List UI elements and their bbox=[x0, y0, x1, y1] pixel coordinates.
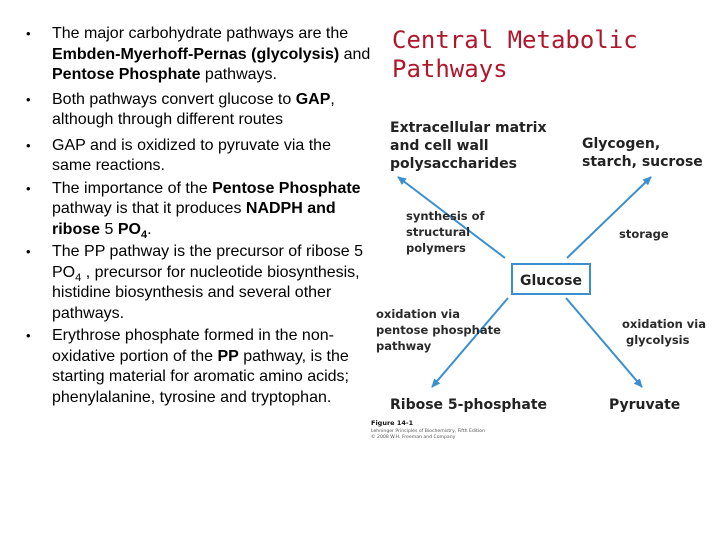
glycolysis-label: oxidation via glycolysis bbox=[622, 317, 710, 347]
bullet-text: and bbox=[339, 45, 371, 63]
bullet-item: • The major carbohydrate pathways are the… bbox=[20, 24, 372, 86]
bullet-text: PO bbox=[117, 220, 141, 238]
bullet-text: GAP bbox=[295, 90, 331, 108]
glucose-label: Glucose bbox=[520, 273, 582, 289]
bullet-text: GAP and is oxidized to pyruvate via the … bbox=[52, 136, 331, 175]
bullet-text: PP bbox=[217, 347, 239, 365]
bullet-item: • GAP and is oxidized to pyruvate via the… bbox=[20, 136, 372, 177]
glucose-box bbox=[511, 263, 591, 295]
glycogen-node: Glycogen, starch, sucrose bbox=[582, 136, 703, 170]
pentose-label: oxidation via pentose phosphate pathway bbox=[376, 307, 505, 353]
bullet-list: • The major carbohydrate pathways are the… bbox=[20, 24, 372, 410]
bullet-text: 4 bbox=[75, 271, 82, 284]
arrow-to-extracellular bbox=[397, 176, 506, 259]
bullet-text: 5 bbox=[100, 220, 118, 238]
figure-caption-credits: Lehninger Principles of Biochemistry, Fi… bbox=[371, 428, 486, 440]
bullet-text: Embden-Myerhoff-Pernas (glycolysis) bbox=[52, 45, 340, 63]
bullet-dot: • bbox=[26, 91, 31, 107]
bullet-text: pathways. bbox=[200, 66, 277, 83]
bullet-text: , precursor for nucleotide biosynthesis,… bbox=[52, 263, 360, 322]
bullet-dot: • bbox=[26, 137, 31, 153]
bullet-text: Both pathways convert glucose to bbox=[52, 90, 296, 108]
bullet-dot: • bbox=[26, 180, 31, 196]
bullet-item: • The PP pathway is the precursor of ribo… bbox=[20, 242, 372, 324]
bullet-text: Pentose Phosphate bbox=[212, 179, 361, 197]
bullet-text: The major carbohydrate pathways are the bbox=[52, 25, 349, 42]
bullet-text: NADPH and ribose bbox=[52, 200, 336, 238]
ribose-node: Ribose 5-phosphate bbox=[390, 397, 547, 413]
extracellular-node: Extracellular matrix and cell wall polys… bbox=[390, 120, 551, 172]
bullet-dot: • bbox=[26, 244, 31, 259]
figure-caption-label: Figure 14-1 bbox=[371, 419, 414, 427]
bullet-item: • Erythrose phosphate formed in the non-o… bbox=[20, 326, 372, 408]
synthesis-label: synthesis of structural polymers bbox=[406, 209, 489, 255]
bullet-dot: • bbox=[26, 328, 31, 343]
bullet-item: • Both pathways convert glucose to GAP, a… bbox=[20, 90, 372, 131]
bullet-text: The importance of the bbox=[52, 179, 213, 197]
pyruvate-node: Pyruvate bbox=[609, 397, 680, 413]
bullet-text: Pentose Phosphate bbox=[52, 66, 201, 83]
bullet-dot: • bbox=[26, 26, 31, 41]
bullet-text: , although through different routes bbox=[52, 90, 335, 129]
bullet-text: Erythrose phosphate formed in the non-ox… bbox=[52, 327, 334, 365]
arrow-to-glycogen bbox=[566, 176, 652, 259]
bullet-text: pathway, is the starting material for ar… bbox=[52, 347, 349, 406]
arrow-to-pyruvate bbox=[565, 297, 643, 388]
bullet-text: The PP pathway is the precursor of ribos… bbox=[52, 243, 363, 281]
bullet-text: 4 bbox=[140, 228, 148, 241]
bullet-text: pathway is that it produces bbox=[52, 200, 246, 217]
storage-label: storage bbox=[619, 227, 669, 241]
arrow-to-ribose bbox=[431, 297, 509, 388]
page-title: Central Metabolic Pathways bbox=[392, 26, 638, 83]
bullet-item: • The importance of the Pentose Phosphate… bbox=[20, 179, 372, 241]
bullet-text: . bbox=[147, 220, 152, 238]
